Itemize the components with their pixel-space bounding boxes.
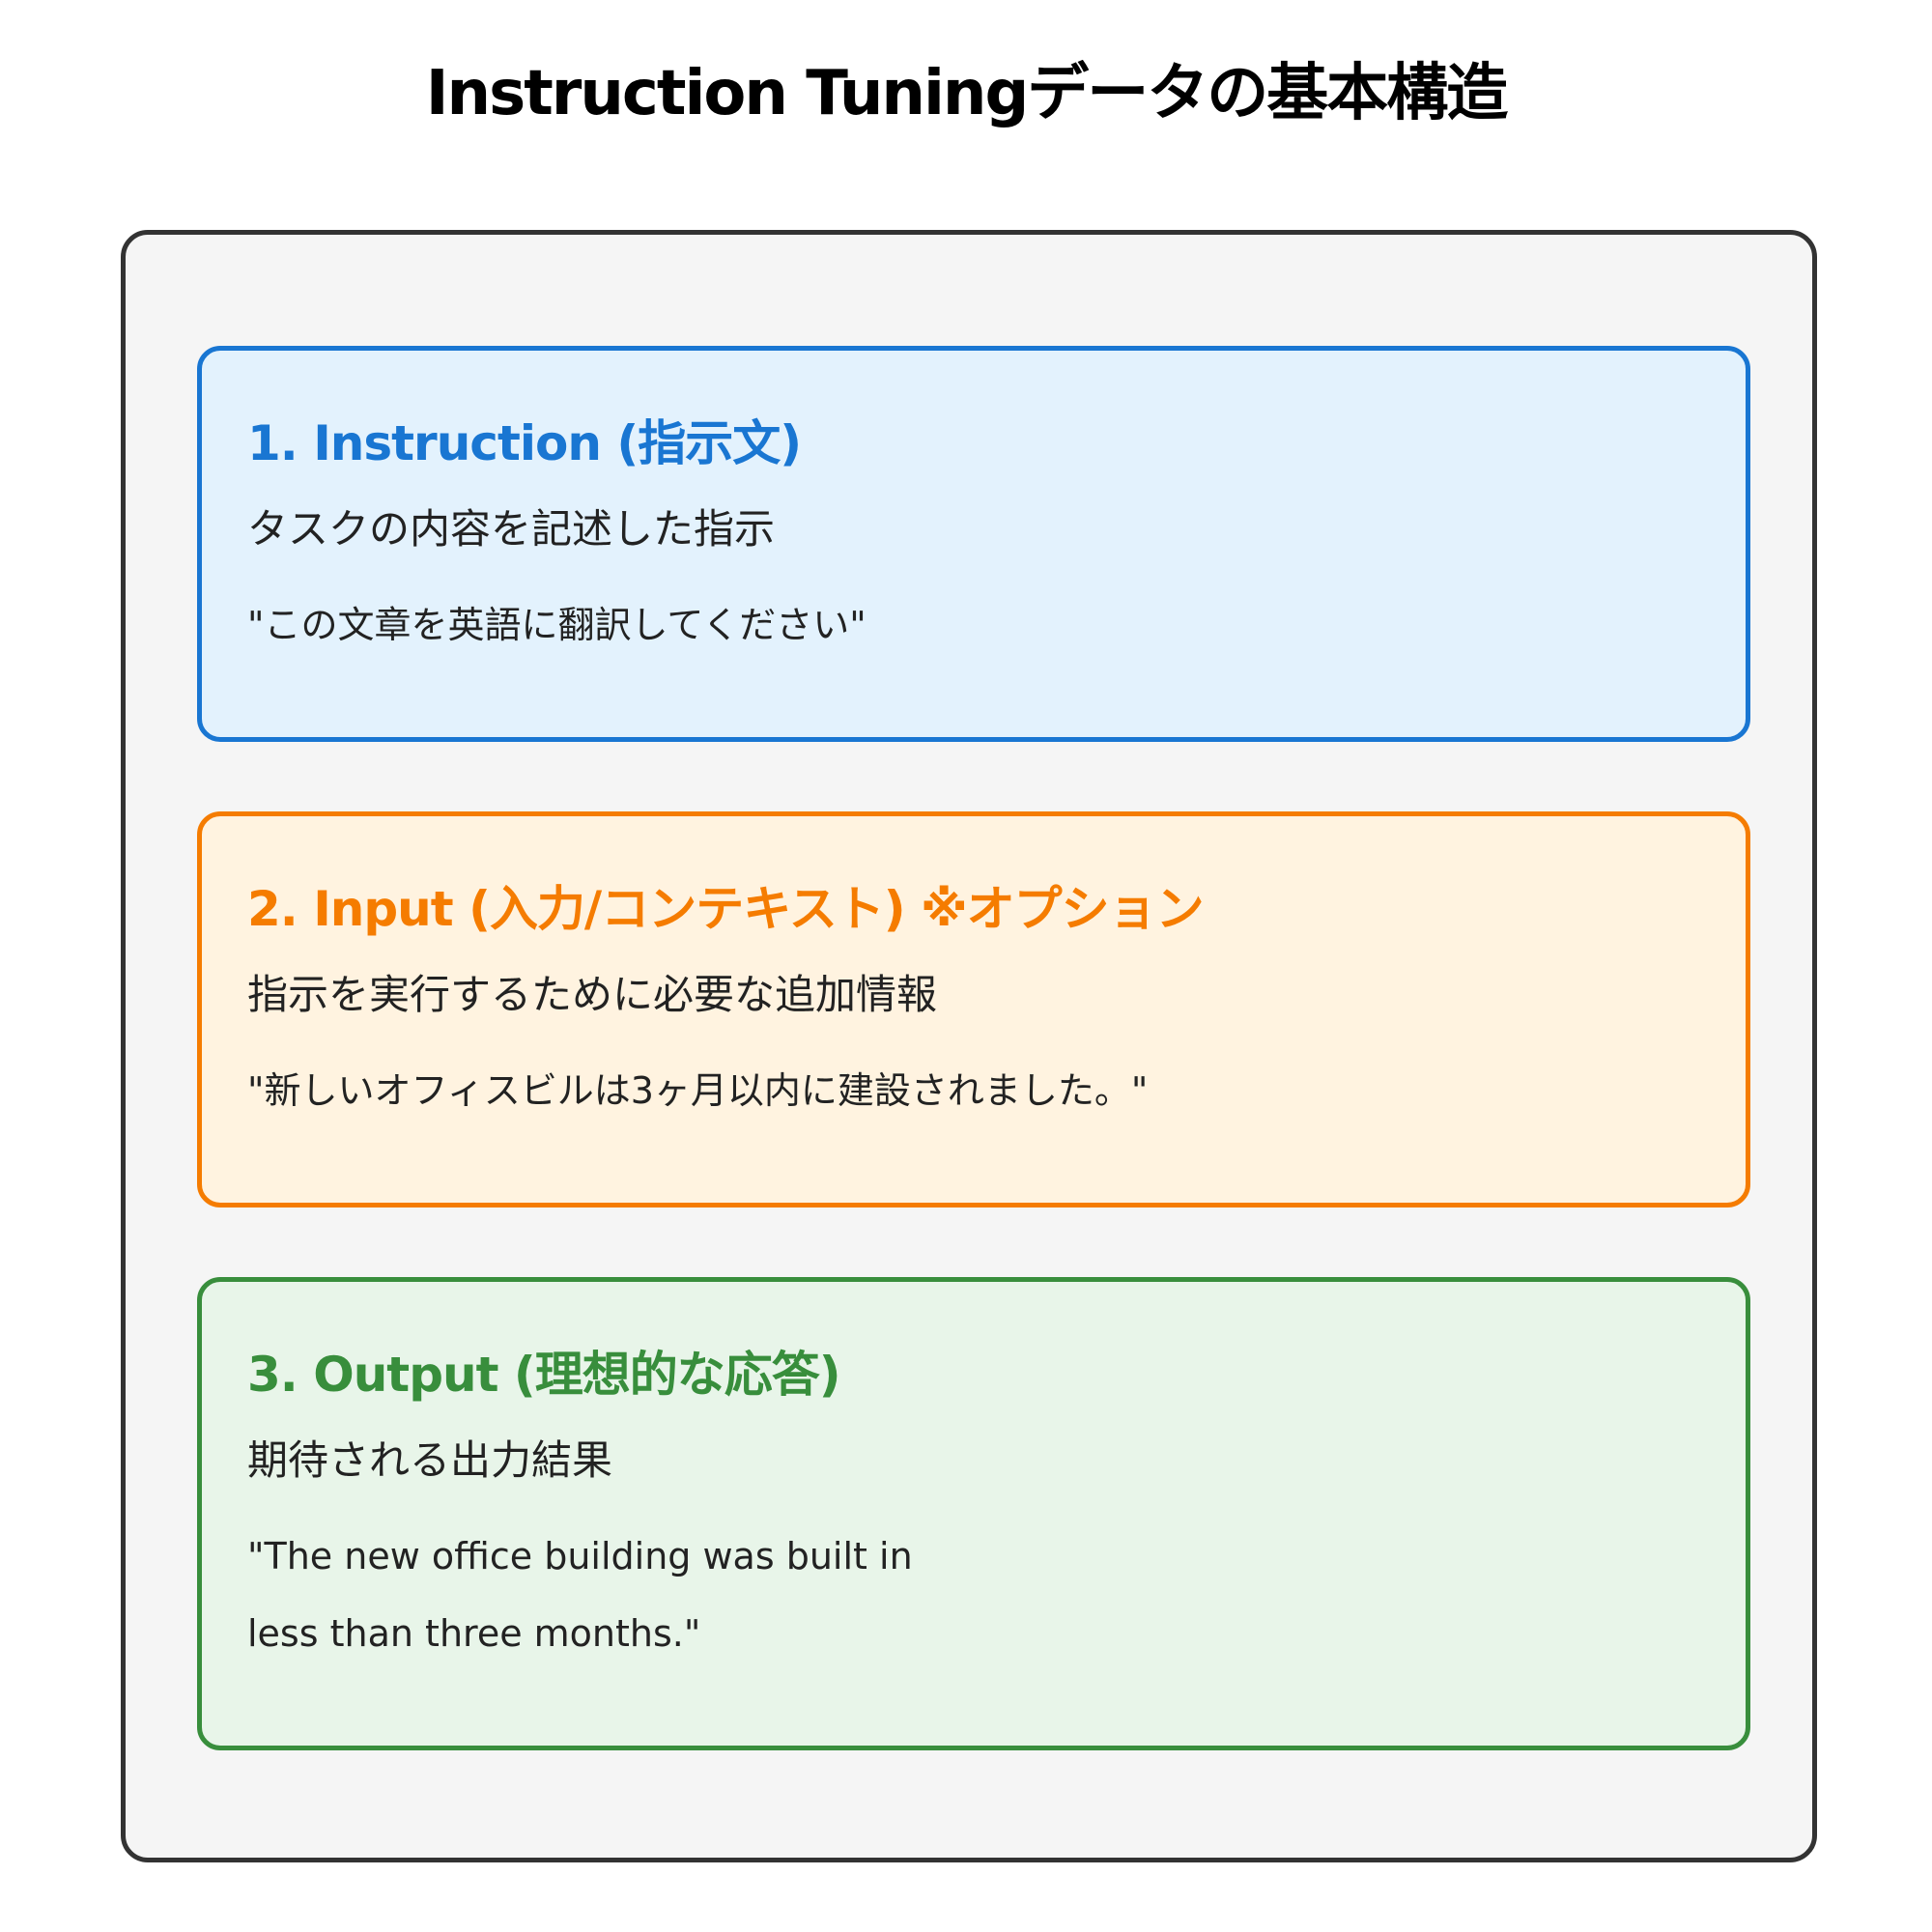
card-input-example: "新しいオフィスビルは3ヶ月以内に建設されました。" xyxy=(247,1069,1149,1112)
card-output: 3. Output (理想的な応答) 期待される出力結果 "The new of… xyxy=(197,1277,1750,1750)
card-output-heading: 3. Output (理想的な応答) xyxy=(247,1347,841,1403)
structure-frame: 1. Instruction (指示文) タスクの内容を記述した指示 "この文章… xyxy=(121,230,1817,1862)
card-input: 2. Input (入力/コンテキスト) ※オプション 指示を実行するために必要… xyxy=(197,811,1750,1208)
card-output-description: 期待される出力結果 xyxy=(247,1436,613,1484)
card-input-heading: 2. Input (入力/コンテキスト) ※オプション xyxy=(247,881,1205,937)
card-instruction-example: "この文章を英語に翻訳してください" xyxy=(247,604,867,646)
card-instruction-description: タスクの内容を記述した指示 xyxy=(247,505,776,553)
card-output-example: "The new office building was built in le… xyxy=(247,1535,913,1655)
card-input-description: 指示を実行するために必要な追加情報 xyxy=(247,971,938,1018)
page-title: Instruction Tuningデータの基本構造 xyxy=(425,58,1509,129)
card-instruction: 1. Instruction (指示文) タスクの内容を記述した指示 "この文章… xyxy=(197,346,1750,742)
card-instruction-heading: 1. Instruction (指示文) xyxy=(247,415,802,471)
